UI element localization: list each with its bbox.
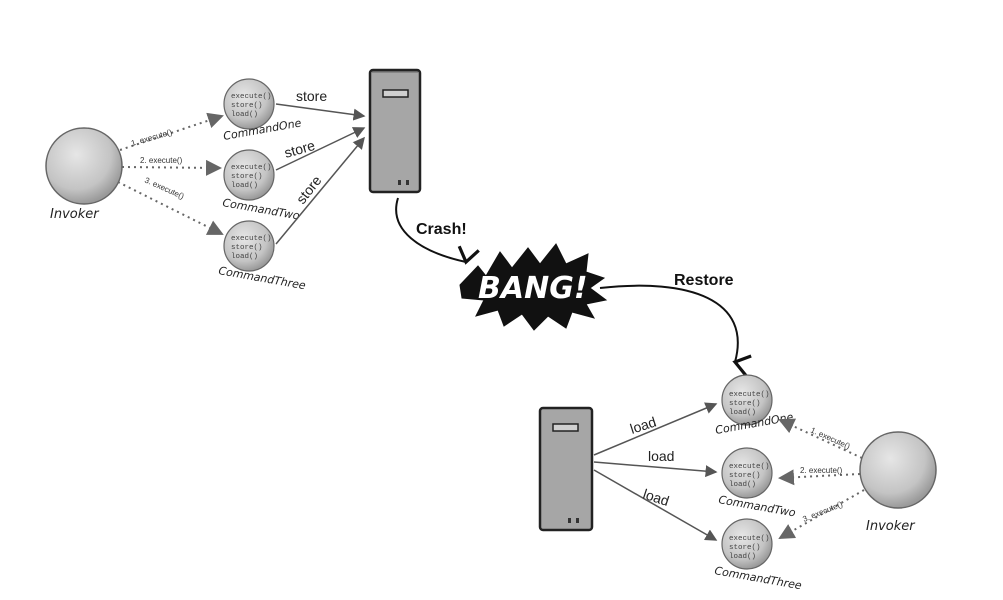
- top-invoker-ball: [45, 127, 123, 205]
- command-ball: [223, 78, 275, 130]
- top-store-arrow-3: [275, 136, 365, 245]
- bottom-load-label-1: load: [628, 413, 658, 436]
- command-name: CommandThree: [217, 264, 306, 292]
- top-call-label-1: 1. execute(): [130, 128, 173, 148]
- bang-burst: BANG!: [459, 243, 608, 331]
- command-name: CommandTwo: [221, 196, 300, 222]
- method-load: load(): [231, 253, 258, 261]
- bottom-command-one: execute() store() load() CommandOne: [714, 374, 794, 437]
- bottom-load-arrow-3: [593, 469, 718, 541]
- command-ball: [721, 374, 773, 426]
- top-command-one: execute() store() load() CommandOne: [222, 78, 302, 143]
- method-execute: execute(): [231, 235, 272, 243]
- command-name: CommandTwo: [717, 493, 796, 519]
- top-call-arrow-3: [117, 181, 224, 235]
- bottom-call-label-3: 3. execute(): [801, 500, 844, 524]
- command-ball: [223, 149, 275, 201]
- bottom-invoker-ball: [859, 431, 937, 509]
- command-name: CommandThree: [713, 564, 802, 592]
- top-command-three: execute() store() load() CommandThree: [217, 220, 307, 292]
- method-execute: execute(): [729, 391, 770, 399]
- method-execute: execute(): [231, 164, 272, 172]
- top-server: [368, 68, 422, 194]
- bottom-load-label-3: load: [641, 486, 671, 509]
- bottom-call-label-2: 2. execute(): [800, 466, 843, 475]
- bang-label: BANG!: [478, 271, 588, 306]
- command-ball: [721, 447, 773, 499]
- top-store-label-2: store: [282, 137, 317, 161]
- top-store-label-1: store: [296, 88, 327, 104]
- bottom-command-three: execute() store() load() CommandThree: [713, 518, 803, 592]
- top-call-label-3: 3. execute(): [143, 176, 186, 202]
- top-store-label-3: store: [293, 172, 325, 207]
- bottom-load-arrow-1: [593, 402, 718, 456]
- method-execute: execute(): [729, 463, 770, 471]
- top-section: Invoker 1. execute() 2. execute() 3. exe…: [45, 68, 422, 292]
- restore-arrow: [599, 284, 752, 377]
- method-store: store(): [231, 244, 263, 252]
- command-ball: [223, 220, 275, 272]
- method-store: store(): [231, 173, 263, 181]
- method-load: load(): [231, 182, 258, 190]
- bottom-command-two: execute() store() load() CommandTwo: [717, 447, 797, 520]
- command-ball: [721, 518, 773, 570]
- bottom-server: [538, 406, 594, 532]
- top-store-arrow-1: [275, 103, 366, 121]
- method-store: store(): [729, 472, 761, 480]
- top-call-arrow-2: [121, 159, 222, 176]
- method-load: load(): [729, 409, 756, 417]
- method-store: store(): [729, 544, 761, 552]
- crash-label: Crash!: [416, 221, 467, 238]
- bottom-call-arrow-2: [778, 469, 861, 486]
- method-store: store(): [231, 102, 263, 110]
- bottom-load-arrow-2: [593, 461, 718, 478]
- method-store: store(): [729, 400, 761, 408]
- method-load: load(): [729, 481, 756, 489]
- bottom-invoker-label: Invoker: [866, 519, 916, 534]
- method-load: load(): [231, 111, 258, 119]
- method-load: load(): [729, 553, 756, 561]
- bottom-call-label-1: 1. execute(): [809, 426, 852, 452]
- top-invoker-label: Invoker: [50, 207, 100, 222]
- crash-arrow: [395, 197, 480, 265]
- top-command-two: execute() store() load() CommandTwo: [221, 149, 301, 223]
- top-call-label-2: 2. execute(): [140, 156, 183, 165]
- method-execute: execute(): [729, 535, 770, 543]
- bottom-load-label-2: load: [648, 448, 674, 464]
- bottom-section: load load load execute() store() load() …: [538, 374, 937, 592]
- method-execute: execute(): [231, 93, 272, 101]
- top-store-arrow-2: [275, 127, 366, 171]
- bottom-call-arrow-3: [778, 489, 865, 539]
- restore-label: Restore: [674, 272, 734, 289]
